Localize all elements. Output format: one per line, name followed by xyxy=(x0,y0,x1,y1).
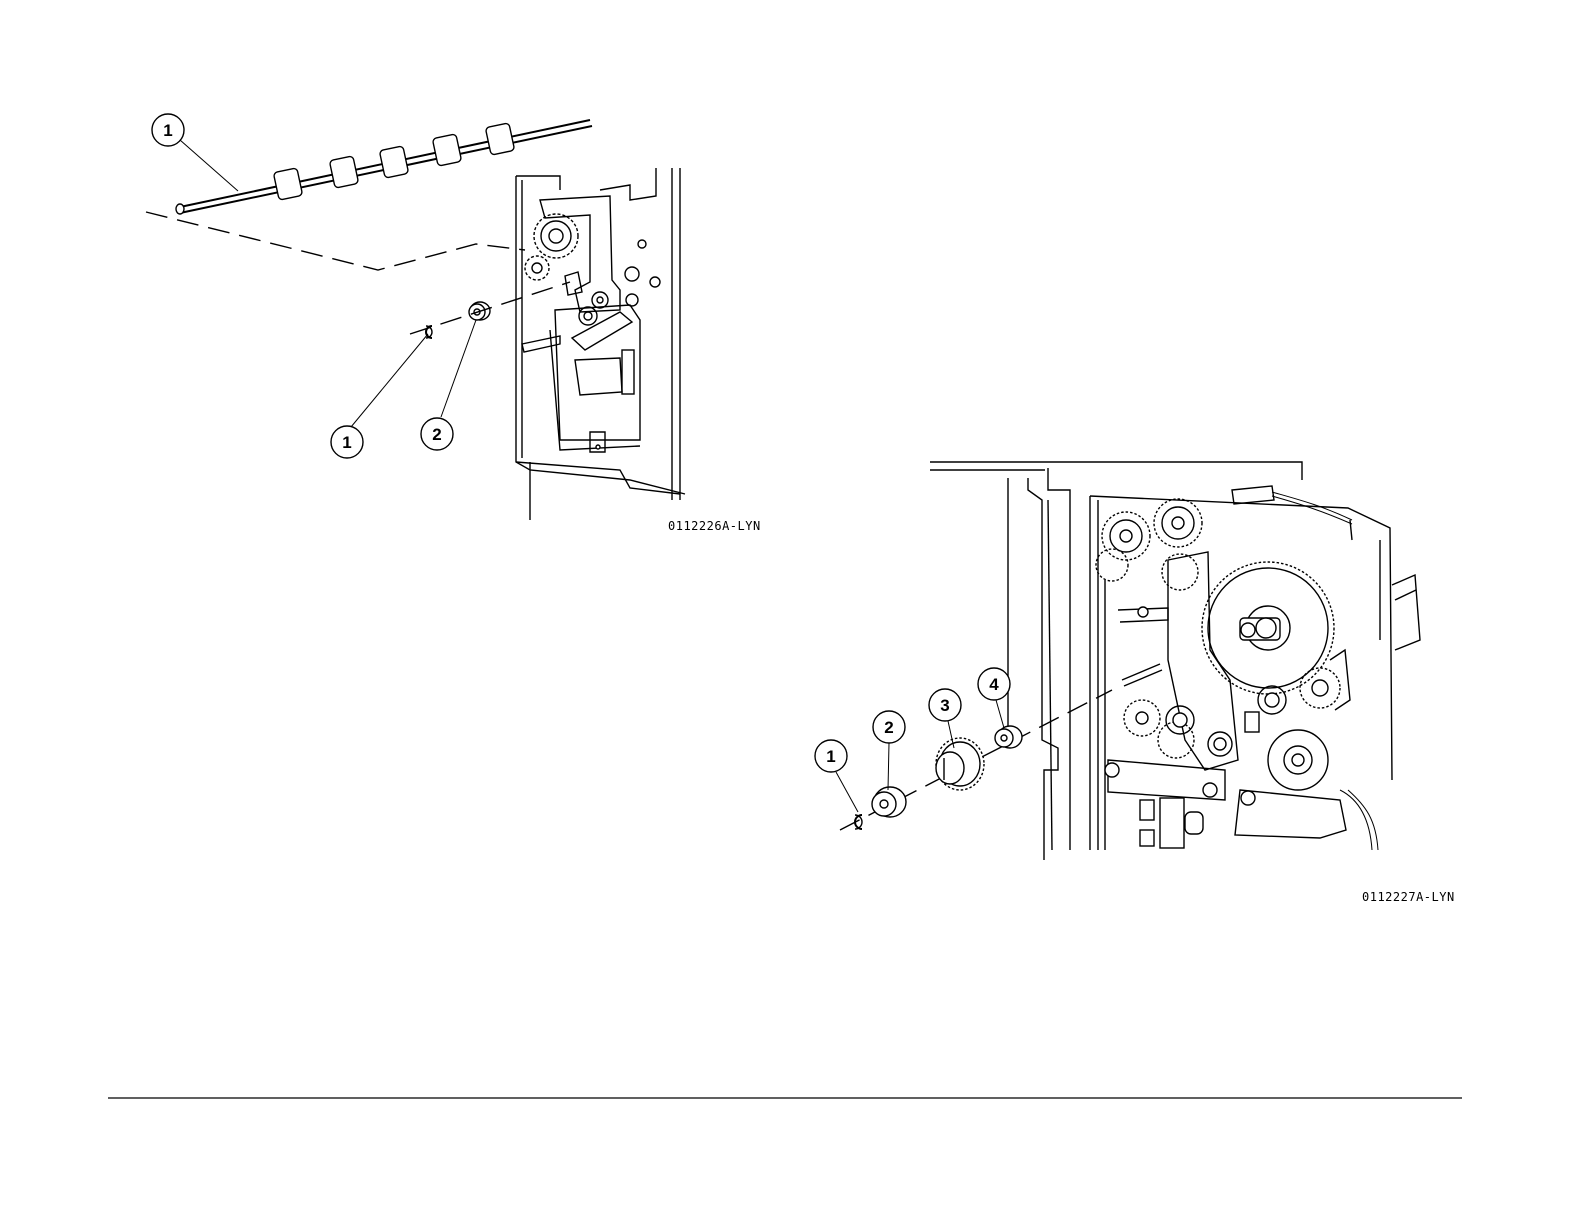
roller-shaft xyxy=(176,120,592,214)
callout-b-1-clip: 1 xyxy=(815,740,847,772)
gear-a1 xyxy=(534,214,578,258)
svg-text:2: 2 xyxy=(884,718,893,737)
bearing-b xyxy=(872,787,906,817)
mid-gear-cluster xyxy=(1122,650,1350,790)
callout-a-2-bearing: 2 xyxy=(421,418,453,450)
upper-gear-2 xyxy=(1154,499,1202,547)
callout-b-3-gear: 3 xyxy=(929,689,961,721)
figure-a: 1 1 2 0112226A-LYN xyxy=(146,114,761,533)
callout-b-2-bearing: 2 xyxy=(873,711,905,743)
figure-b-id: 0112227A-LYN xyxy=(1362,890,1455,904)
svg-text:1: 1 xyxy=(163,121,172,140)
frame-plate-a xyxy=(516,168,685,520)
gear-a2 xyxy=(525,256,549,280)
upper-gear-3 xyxy=(1096,549,1198,590)
callout-a-1-shaft: 1 xyxy=(152,114,184,146)
svg-text:2: 2 xyxy=(432,425,441,444)
svg-text:4: 4 xyxy=(989,675,999,694)
drive-gear-b xyxy=(936,738,984,790)
upper-gear-1 xyxy=(1102,512,1150,560)
callout-b-4-bushing: 4 xyxy=(978,668,1010,700)
figure-a-id: 0112226A-LYN xyxy=(668,519,761,533)
bushing-b xyxy=(995,726,1022,748)
callout-a-1-clip: 1 xyxy=(331,426,363,458)
svg-text:3: 3 xyxy=(940,696,949,715)
svg-text:1: 1 xyxy=(826,747,835,766)
figure-b: 1 2 3 4 0112227A-LYN xyxy=(815,462,1455,904)
large-drive-gear xyxy=(1202,562,1334,694)
svg-text:1: 1 xyxy=(342,433,351,452)
